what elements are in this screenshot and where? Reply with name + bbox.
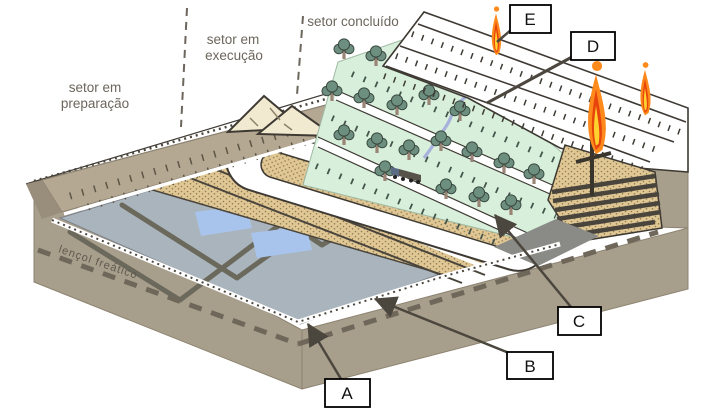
sector-boundaries xyxy=(180,7,304,128)
sector-label-preparation-l2: preparação xyxy=(61,96,129,111)
grass-ticks xyxy=(314,71,580,261)
marker-box-e: E xyxy=(509,4,552,34)
flame-icon xyxy=(491,6,502,56)
waste-layer-bands xyxy=(551,173,662,239)
boundary-preparation-execution xyxy=(180,7,188,128)
flame-icon xyxy=(640,62,651,116)
water-table-line xyxy=(37,229,659,347)
leachate-patch-2 xyxy=(251,226,312,258)
marker-boxes: A B C D E xyxy=(324,4,616,408)
sector-label-completed: setor concluído xyxy=(307,14,399,29)
sector-label-preparation-l1: setor em xyxy=(69,80,122,95)
marker-letter-b: B xyxy=(524,357,535,376)
berm-ticks xyxy=(69,108,374,211)
tree-icon xyxy=(333,38,355,60)
marker-box-c: C xyxy=(557,306,602,336)
soil-front-right-face xyxy=(301,227,689,390)
bench-zone xyxy=(381,11,689,173)
leader-line-d xyxy=(486,55,573,105)
sand-pile xyxy=(255,104,338,138)
leader-line-a xyxy=(306,322,343,380)
berm-end-cap xyxy=(26,180,62,219)
marker-box-b: B xyxy=(506,351,554,380)
gas-vent-crossbar xyxy=(575,151,612,164)
marker-letter-d: D xyxy=(587,37,599,56)
leader-line-c xyxy=(494,214,572,308)
marker-box-a: A xyxy=(324,378,371,408)
marker-letter-e: E xyxy=(524,10,535,29)
marker-letter-a: A xyxy=(341,384,353,403)
berm-top-gravel xyxy=(33,88,359,183)
leader-line-b xyxy=(373,296,510,355)
marker-box-d: D xyxy=(570,31,616,61)
sector-label-execution-l2: execução xyxy=(205,48,263,63)
truck-icon xyxy=(391,167,421,184)
pit-rim-gravel xyxy=(51,219,561,324)
sand-hatch xyxy=(249,107,415,159)
sector-label-execution-l1: setor em xyxy=(207,32,260,47)
boundary-execution-completed xyxy=(296,15,304,96)
marker-letter-c: C xyxy=(573,312,585,331)
